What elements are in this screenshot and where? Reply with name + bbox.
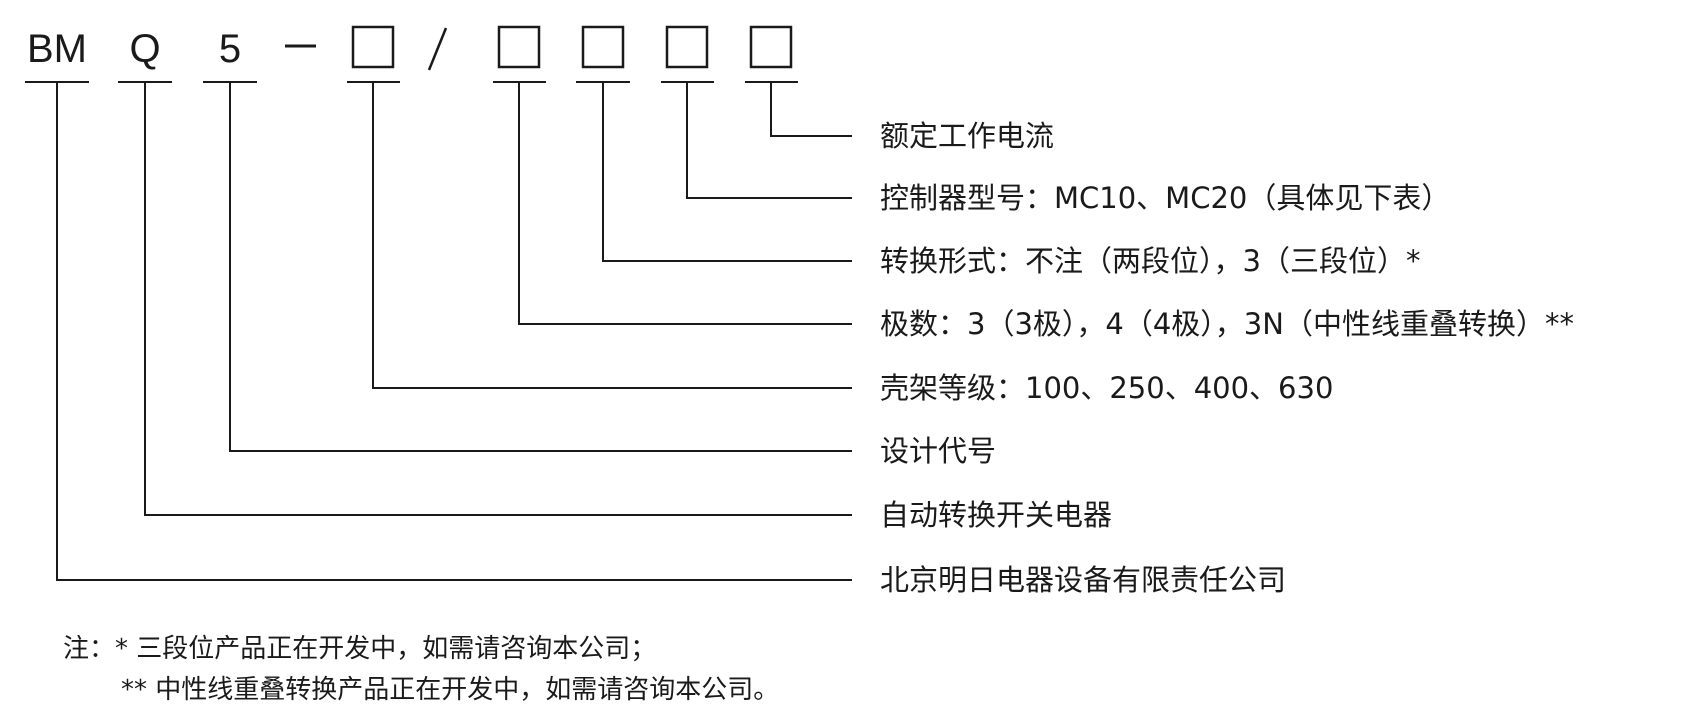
connector-controller <box>686 82 852 199</box>
legend-transfer-mode: 转换形式：不注（两段位），3（三段位）* <box>880 244 1420 278</box>
code-box-poles <box>497 25 541 69</box>
code-segment-design: 5 <box>219 27 241 71</box>
legend-product-type: 自动转换开关电器 <box>880 498 1112 532</box>
connector-type <box>144 82 852 516</box>
legend-manufacturer: 北京明日电器设备有限责任公司 <box>880 563 1286 597</box>
legend-controller-model: 控制器型号：MC10、MC20（具体见下表） <box>880 181 1450 215</box>
connector-current <box>770 82 852 137</box>
code-box-transfer <box>581 25 625 69</box>
legend-frame-rating: 壳架等级：100、250、400、630 <box>880 371 1333 405</box>
connector-design <box>229 82 852 452</box>
legend-rated-current: 额定工作电流 <box>880 119 1054 153</box>
note-line-1: 注：* 三段位产品正在开发中，如需请咨询本公司； <box>63 634 656 664</box>
code-box-controller <box>665 25 709 69</box>
connector-lines <box>56 82 852 581</box>
legend-poles: 极数：3（3极），4（4极），3N（中性线重叠转换）** <box>880 307 1574 341</box>
connector-frame <box>372 82 852 389</box>
connector-transfer <box>602 82 852 262</box>
legend-design-code: 设计代号 <box>880 434 996 468</box>
code-box-frame <box>351 25 395 69</box>
notes: 注：* 三段位产品正在开发中，如需请咨询本公司； ** 中性线重叠转换产品正在开… <box>63 634 779 705</box>
code-separator-slash <box>427 27 448 71</box>
legend: 额定工作电流 控制器型号：MC10、MC20（具体见下表） 转换形式：不注（两段… <box>880 119 1574 597</box>
note-line-2: ** 中性线重叠转换产品正在开发中，如需请咨询本公司。 <box>121 675 779 705</box>
connector-poles <box>518 82 852 325</box>
connector-brand <box>56 82 852 581</box>
model-code: BM Q 5 <box>25 25 798 83</box>
code-segment-type: Q <box>129 27 160 71</box>
code-segment-brand: BM <box>27 27 87 71</box>
code-box-current <box>749 25 793 69</box>
